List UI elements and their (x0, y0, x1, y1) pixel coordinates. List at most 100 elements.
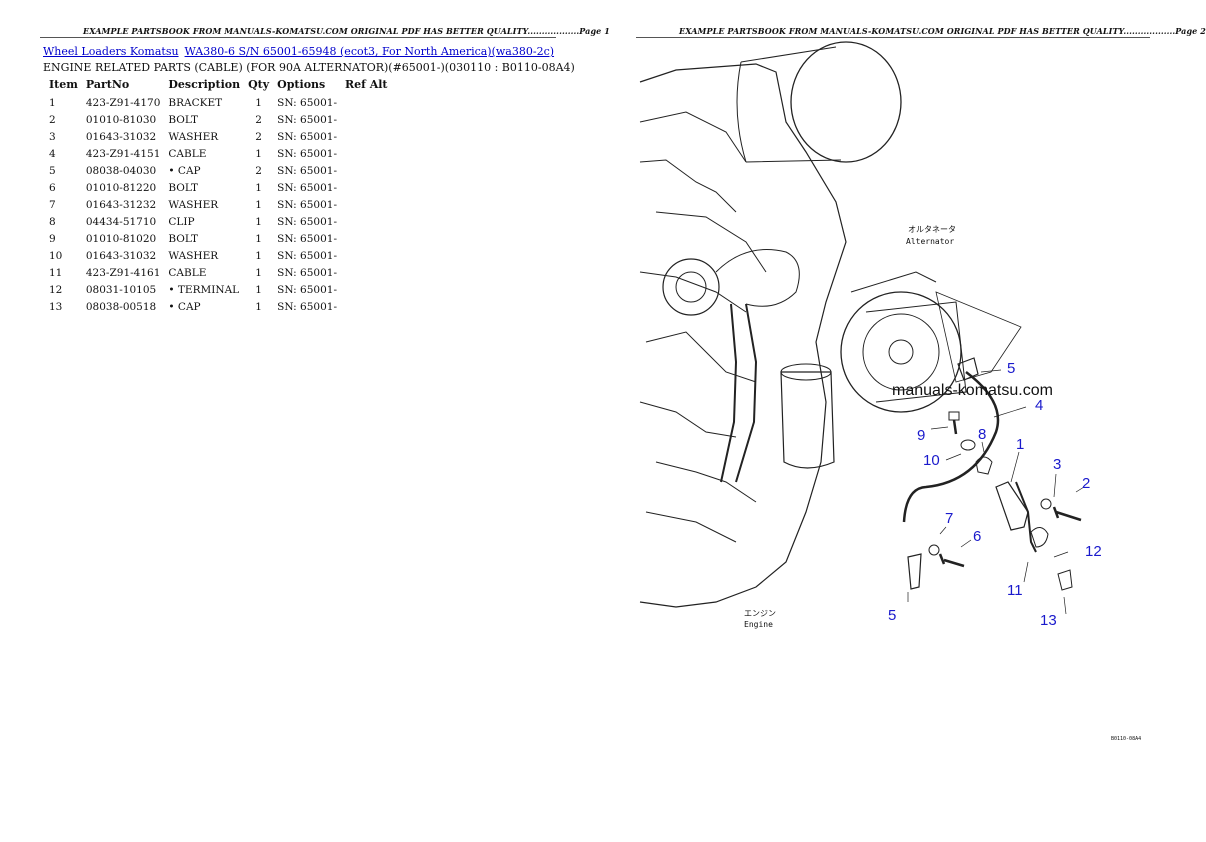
watermark-text: manuals-komatsu.com (892, 382, 1053, 399)
bolt-2 (1052, 506, 1082, 522)
alternator-body (840, 291, 962, 413)
column-header-options: Options (277, 77, 326, 91)
air-cleaner-drum (790, 41, 902, 163)
cell-qty: 1 (255, 96, 262, 109)
engine-label-jp: エンジン (744, 609, 776, 618)
cell-options: SN: 65001- (277, 96, 337, 109)
cell-desc: CABLE (168, 147, 207, 160)
cell-options: SN: 65001- (277, 113, 337, 126)
page-header-left: EXAMPLE PARTSBOOK FROM MANUALS-KOMATSU.C… (83, 26, 610, 36)
turbo-housing (662, 258, 720, 316)
callout-5-bottom: 5 (888, 607, 896, 624)
cell-partno: 01010-81020 (85, 232, 157, 245)
cell-ref (341, 281, 392, 298)
cell-item: 13 (49, 300, 63, 313)
cell-qty: 2 (255, 130, 262, 143)
cell-ref (341, 230, 392, 247)
cell-item: 4 (49, 147, 56, 160)
cell-desc: CLIP (168, 215, 195, 228)
cell-item: 11 (49, 266, 63, 279)
alternator-label-jp: オルタネータ (908, 225, 956, 234)
cell-item: 9 (49, 232, 56, 245)
cell-item: 2 (49, 113, 56, 126)
cell-qty: 1 (255, 215, 262, 228)
clip-8 (975, 456, 993, 475)
callout-9: 9 (917, 427, 925, 444)
cell-desc: • CAP (168, 300, 201, 313)
column-header-description: Description (168, 77, 241, 91)
cell-desc: BOLT (168, 181, 199, 194)
cell-options: SN: 65001- (277, 147, 337, 160)
cell-desc: BOLT (168, 113, 199, 126)
cell-ref (341, 213, 392, 230)
callout-3: 3 (1053, 456, 1061, 473)
header-rule-right (636, 37, 1150, 38)
callout-11: 11 (1007, 582, 1023, 599)
page-header-right: EXAMPLE PARTSBOOK FROM MANUALS-KOMATSU.C… (679, 26, 1206, 36)
cell-qty: 1 (255, 266, 262, 279)
breadcrumb-link-model[interactable]: WA380-6 S/N 65001-65948 (ecot3, For Nort… (184, 45, 555, 58)
cell-partno: 423-Z91-4161 (85, 266, 161, 279)
bracket-1 (995, 481, 1029, 531)
cell-partno: 08038-04030 (85, 164, 157, 177)
section-title: ENGINE RELATED PARTS (CABLE) (FOR 90A AL… (43, 61, 575, 74)
cell-partno: 08031-10105 (85, 283, 157, 296)
breadcrumb-link-category[interactable]: Wheel Loaders Komatsu (43, 45, 179, 58)
alternator-label-en: Alternator (906, 237, 954, 246)
column-header-partno: PartNo (85, 77, 130, 91)
cell-desc: • TERMINAL (168, 283, 240, 296)
callout-5-top: 5 (1007, 360, 1015, 377)
cell-options: SN: 65001- (277, 215, 337, 228)
cell-item: 7 (49, 198, 56, 211)
cell-desc: WASHER (168, 198, 219, 211)
washer-10 (960, 439, 976, 451)
callout-8: 8 (978, 426, 986, 443)
cell-partno: 01643-31032 (85, 130, 157, 143)
cell-options: SN: 65001- (277, 164, 337, 177)
callout-6: 6 (973, 528, 981, 545)
cell-options: SN: 65001- (277, 130, 337, 143)
cell-desc: WASHER (168, 130, 219, 143)
cap-13 (1057, 569, 1073, 591)
column-header-ref-alt: Ref Alt (345, 77, 388, 91)
washer-3 (1040, 498, 1052, 510)
cell-item: 12 (49, 283, 63, 296)
callout-12: 12 (1085, 543, 1102, 560)
cell-partno: 423-Z91-4170 (85, 96, 161, 109)
cell-partno: 423-Z91-4151 (85, 147, 161, 160)
cell-partno: 01643-31232 (85, 198, 157, 211)
cell-qty: 2 (255, 113, 262, 126)
washer-7 (928, 544, 940, 556)
cell-partno: 04434-51710 (85, 215, 157, 228)
cell-item: 10 (49, 249, 63, 262)
cell-desc: BRACKET (168, 96, 223, 109)
bolt-6 (938, 553, 965, 568)
cell-ref (341, 264, 392, 281)
cell-options: SN: 65001- (277, 249, 337, 262)
cell-options: SN: 65001- (277, 283, 337, 296)
cell-qty: 2 (255, 164, 262, 177)
header-rule-left (40, 37, 556, 38)
engine-label-en: Engine (744, 620, 773, 629)
cell-qty: 1 (255, 181, 262, 194)
terminal-12 (1030, 527, 1049, 548)
page-code: B0110-08A4 (1111, 736, 1142, 742)
cable-4 (902, 371, 1000, 523)
cell-qty: 1 (255, 232, 262, 245)
cell-options: SN: 65001- (277, 232, 337, 245)
cell-qty: 1 (255, 300, 262, 313)
cap-5-bottom (907, 553, 922, 590)
cell-ref (341, 298, 392, 315)
cell-item: 8 (49, 215, 56, 228)
cell-item: 5 (49, 164, 56, 177)
